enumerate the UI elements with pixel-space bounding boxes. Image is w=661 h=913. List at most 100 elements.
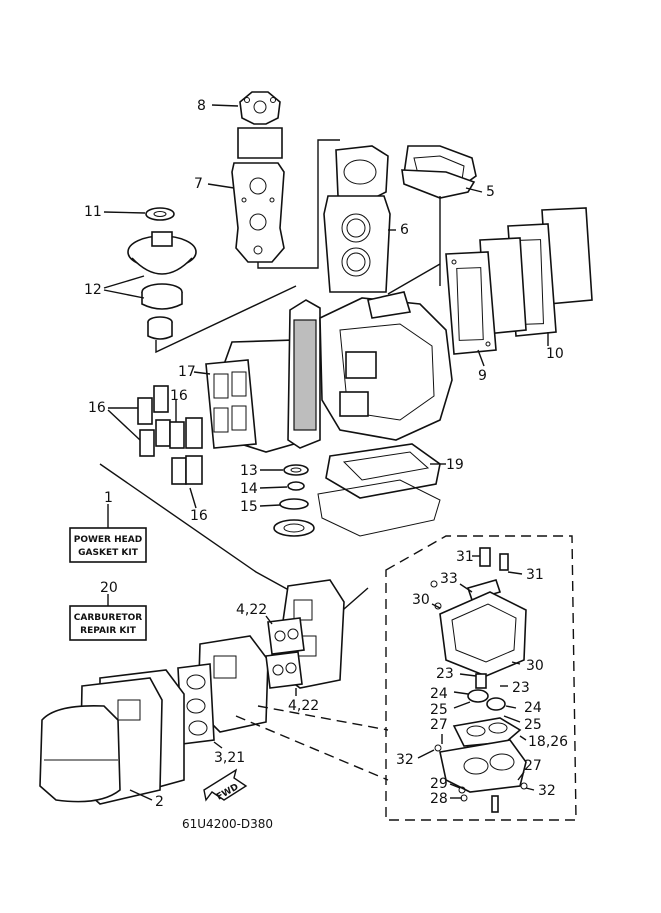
leader-16a2 <box>107 409 141 441</box>
part-11-oil-seal <box>145 207 175 221</box>
part-7-gasket <box>231 127 285 263</box>
leader-9 <box>477 349 485 367</box>
leader-24b <box>505 705 517 709</box>
leader-31b <box>507 571 523 575</box>
callout-10: 10 <box>546 346 564 362</box>
part-8-cover <box>239 91 281 125</box>
callout-27-a: 27 <box>430 717 448 733</box>
callout-33: 33 <box>440 571 458 587</box>
leader-5 <box>465 187 483 193</box>
part-17-gasket <box>205 359 257 449</box>
callout-4-22-a: 4,22 <box>236 602 267 618</box>
leader-24a <box>453 691 469 695</box>
power-head-gasket-kit-box: POWER HEAD GASKET KIT <box>69 527 147 563</box>
fwd-arrow: FWD <box>203 768 248 803</box>
callout-16-b: 16 <box>170 388 188 404</box>
leader-4-22a <box>265 615 273 625</box>
callout-11: 11 <box>84 204 102 220</box>
callout-6: 6 <box>400 222 409 238</box>
callout-20: 20 <box>100 580 118 596</box>
callout-17: 17 <box>178 364 196 380</box>
leader-25a <box>453 701 471 709</box>
callout-8: 8 <box>197 98 206 114</box>
leader-30b <box>511 661 521 665</box>
leader-32b <box>525 787 535 791</box>
leader-2 <box>129 789 153 801</box>
carburetor-detail-box <box>385 535 577 821</box>
leader-15 <box>259 504 281 507</box>
callout-29: 29 <box>430 776 448 792</box>
leader-29 <box>449 783 461 789</box>
callout-1: 1 <box>104 490 113 506</box>
leader-7-link <box>257 139 340 269</box>
callout-2: 2 <box>155 794 164 810</box>
diagram-code: 61U4200-D380 <box>182 817 273 831</box>
carburetor-repair-kit-box: CARBURETOR REPAIR KIT <box>69 605 147 641</box>
part-4-22-gaskets <box>265 617 305 689</box>
callout-32-a: 32 <box>396 752 414 768</box>
callout-25-a: 25 <box>430 702 448 718</box>
group-bracket-upper <box>387 263 441 295</box>
leader-7 <box>207 183 235 189</box>
carburetor-detail-parts <box>430 547 528 813</box>
callout-5: 5 <box>486 184 495 200</box>
callout-25-b: 25 <box>524 717 542 733</box>
callout-9: 9 <box>478 368 487 384</box>
carburetor-kit-line1: CARBURETOR <box>74 613 143 623</box>
callout-16-c: 16 <box>190 508 208 524</box>
part-5-gasket <box>401 145 477 199</box>
leader-17 <box>193 371 211 375</box>
callout-12: 12 <box>84 282 102 298</box>
leader-14 <box>259 486 288 489</box>
callout-14: 14 <box>240 481 258 497</box>
callout-labels: 8 7 5 6 11 12 10 9 17 16 16 16 13 14 15 … <box>84 98 568 810</box>
leader-32a <box>417 749 435 759</box>
callout-7: 7 <box>194 176 203 192</box>
leader-12b <box>103 289 145 299</box>
leader-12-link <box>155 285 297 354</box>
part-13-seal <box>283 464 309 476</box>
part-14-oring <box>287 481 305 491</box>
callout-16-a: 16 <box>88 400 106 416</box>
leader-27b <box>517 771 525 781</box>
part-12-housing <box>127 231 197 340</box>
detail-link-lower <box>235 715 389 781</box>
part-2-silencer <box>39 669 185 805</box>
leader-8 <box>211 104 239 107</box>
part-10-exhaust-cover <box>479 207 593 337</box>
callout-18-26: 18,26 <box>528 734 568 750</box>
part-15-bearing <box>273 498 315 537</box>
callout-30-a: 30 <box>412 592 430 608</box>
callout-23-a: 23 <box>436 666 454 682</box>
callout-4-22-b: 4,22 <box>288 698 319 714</box>
callout-28: 28 <box>430 791 448 807</box>
callout-24-b: 24 <box>524 700 542 716</box>
leader-11 <box>103 211 146 214</box>
part-9-gasket <box>445 251 497 355</box>
engine-block <box>221 291 453 453</box>
leader-33 <box>459 583 473 593</box>
callout-3-21: 3,21 <box>214 750 245 766</box>
part-19-base-gasket <box>317 443 441 537</box>
callout-13: 13 <box>240 463 258 479</box>
callout-15: 15 <box>240 499 258 515</box>
part-6-cylinder <box>323 145 391 293</box>
callout-31-a: 31 <box>456 549 474 565</box>
callout-27-b: 27 <box>524 758 542 774</box>
power-head-kit-line1: POWER HEAD <box>74 535 143 545</box>
leader-25b <box>503 715 521 723</box>
leader-18-26 <box>519 735 527 741</box>
power-head-kit-line2: GASKET KIT <box>78 548 139 558</box>
leader-3-21 <box>213 741 223 749</box>
carburetor-kit-line2: REPAIR KIT <box>80 626 137 636</box>
part-16-reed-gaskets <box>137 385 203 485</box>
leader-12a <box>103 275 145 289</box>
callout-19: 19 <box>446 457 464 473</box>
callout-23-b: 23 <box>512 680 530 696</box>
callout-30-b: 30 <box>526 658 544 674</box>
leader-30a <box>431 603 441 609</box>
callout-31-b: 31 <box>526 567 544 583</box>
callout-24-a: 24 <box>430 686 448 702</box>
leader-23a <box>459 673 477 677</box>
